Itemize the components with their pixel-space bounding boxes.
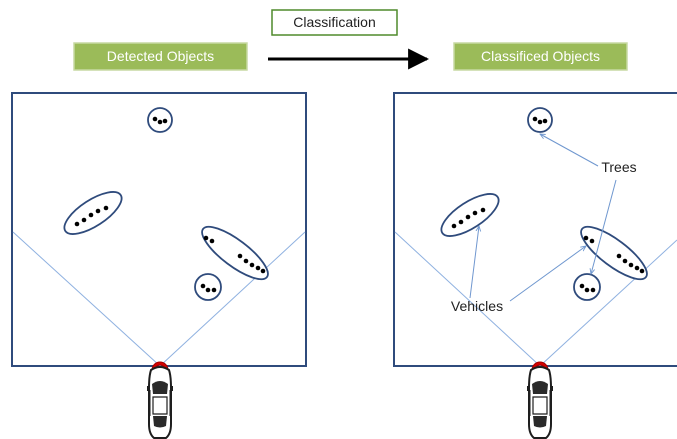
detected-objects-label: Detected Objects bbox=[73, 42, 248, 71]
process-label-box: Classification bbox=[271, 9, 398, 36]
object-cluster-vehicle-left bbox=[63, 191, 123, 235]
trees-arrow-top bbox=[540, 134, 599, 167]
classified-objects-text: Classificed Objects bbox=[481, 48, 600, 64]
sensor-fov-right-line bbox=[159, 231, 306, 367]
trees-annotation: Trees bbox=[601, 159, 636, 175]
sensor-fov-right-line-2 bbox=[539, 239, 677, 367]
vehicles-annotation: Vehicles bbox=[451, 298, 503, 314]
object-cluster-tree-bottom bbox=[194, 273, 222, 301]
vehicles-arrow-left bbox=[469, 226, 479, 299]
car-top-view-icon-2 bbox=[526, 366, 554, 439]
classified-objects-label: Classificed Objects bbox=[453, 42, 628, 71]
object-cluster-tree-top-classified bbox=[527, 107, 553, 133]
object-cluster-vehicle-right bbox=[201, 225, 269, 281]
sensor-fov-left-line-2 bbox=[394, 231, 541, 367]
detected-objects-panel bbox=[11, 92, 307, 439]
detected-objects-text: Detected Objects bbox=[107, 48, 214, 64]
vehicles-arrow-right bbox=[509, 246, 586, 302]
object-cluster-vehicle-right-classified bbox=[580, 225, 648, 281]
classified-objects-panel: Trees Vehicles bbox=[393, 92, 677, 439]
car-top-view-icon bbox=[146, 366, 174, 439]
process-label-text: Classification bbox=[293, 14, 375, 30]
trees-arrow-bottom bbox=[591, 179, 617, 274]
object-cluster-tree-bottom-classified bbox=[573, 273, 601, 301]
object-cluster-tree-top bbox=[147, 107, 173, 133]
sensor-fov-left-line bbox=[12, 231, 161, 367]
